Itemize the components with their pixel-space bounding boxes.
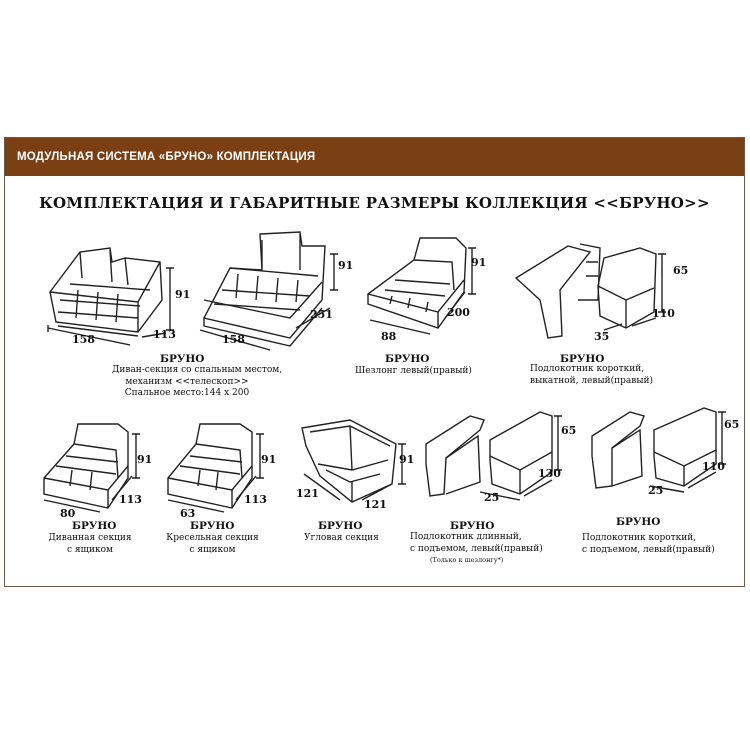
- dim-width: 80: [60, 507, 76, 520]
- item-desc: Диванная секция с ящиком: [48, 533, 132, 555]
- dim-depth: 130: [538, 467, 561, 480]
- dim-height: 91: [261, 453, 277, 466]
- item-desc: Подлокотник короткий, выкатной, левый(пр…: [530, 364, 653, 386]
- item-note: (Только к шезлонгу*): [430, 556, 504, 564]
- item-name: БРУНО: [318, 520, 363, 532]
- item-name: БРУНО: [450, 520, 495, 532]
- dim-width: 158: [222, 333, 245, 346]
- dim-height: 91: [399, 453, 415, 466]
- page-title: КОМПЛЕКТАЦИЯ И ГАБАРИТНЫЕ РАЗМЕРЫ КОЛЛЕК…: [39, 194, 710, 212]
- item-desc: Диван-секция со спальным местом, механиз…: [112, 365, 283, 398]
- banner-title: МОДУЛЬНАЯ СИСТЕМА «БРУНО» КОМПЛЕКТАЦИЯ: [17, 151, 316, 163]
- dim-width: 121: [364, 498, 387, 511]
- dim-depth: 113: [153, 328, 176, 341]
- dim-depth: 200: [447, 306, 470, 319]
- item-name: БРУНО: [560, 353, 605, 365]
- item-name: БРУНО: [160, 353, 205, 365]
- dim-height: 91: [471, 256, 487, 269]
- dim-width: 158: [72, 333, 95, 346]
- item-name: БРУНО: [72, 520, 117, 532]
- dim-depth: 113: [244, 493, 267, 506]
- item-desc: Подлокотник короткий, с подъемом, левый(…: [582, 533, 715, 555]
- item-desc: Подлокотник длинный, с подъемом, левый(п…: [410, 532, 543, 554]
- item-desc: Кресельная секция с ящиком: [166, 533, 259, 555]
- dim-height: 91: [137, 453, 153, 466]
- dim-width: 25: [648, 484, 664, 497]
- dim-width: 25: [484, 491, 500, 504]
- dim-width: 88: [381, 330, 397, 343]
- item-name: БРУНО: [616, 516, 661, 528]
- dim-height: 91: [338, 259, 354, 272]
- header-banner: МОДУЛЬНАЯ СИСТЕМА «БРУНО» КОМПЛЕКТАЦИЯ: [5, 138, 744, 176]
- dim-width: 63: [180, 507, 196, 520]
- dim-height: 65: [561, 424, 577, 437]
- item-name: БРУНО: [385, 353, 430, 365]
- item-desc: Угловая секция: [304, 533, 379, 543]
- item-desc: Шезлонг левый(правый): [355, 366, 472, 376]
- dim-height: 65: [673, 264, 689, 277]
- dim-width: 35: [594, 330, 610, 343]
- dim-depth: 121: [296, 487, 319, 500]
- dim-depth: 113: [119, 493, 142, 506]
- dim-depth: 251: [310, 308, 333, 321]
- dim-height: 65: [724, 418, 740, 431]
- dim-height: 91: [175, 288, 191, 301]
- item-name: БРУНО: [190, 520, 235, 532]
- catalog-sheet: МОДУЛЬНАЯ СИСТЕМА «БРУНО» КОМПЛЕКТАЦИЯ К…: [4, 137, 745, 587]
- dim-depth: 110: [652, 307, 675, 320]
- dim-depth: 110: [702, 460, 725, 473]
